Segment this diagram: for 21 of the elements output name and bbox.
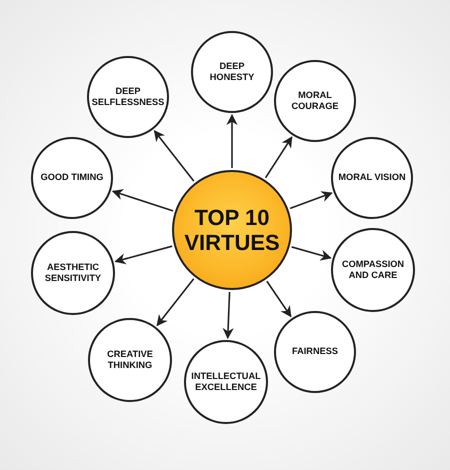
- arrow: [154, 130, 194, 182]
- arrow: [266, 280, 292, 318]
- topic-label: GOOD TIMING: [40, 172, 104, 184]
- topic-label: FAIRNESS: [291, 346, 339, 358]
- topic-label: INTELLECTUAL EXCELLENCE: [190, 370, 262, 394]
- arrow: [156, 278, 194, 326]
- topic-label: COMPASSION AND CARE: [340, 258, 406, 282]
- arrow: [290, 191, 333, 210]
- arrow: [291, 246, 332, 261]
- topic-label: MORAL VISION: [337, 172, 407, 184]
- topic-label: DEEP HONESTY: [208, 60, 256, 84]
- topic-label: AESTHETIC SENSITIVITY: [44, 262, 102, 284]
- arrow: [226, 114, 238, 168]
- arrow: [114, 245, 172, 264]
- arrow: [112, 189, 174, 212]
- topic-label: MORAL COURAGE: [290, 90, 340, 112]
- topic-label: CREATIVE THINKING: [106, 348, 154, 372]
- central-title: TOP 10 VIRTUES: [183, 204, 281, 256]
- topic-label: DEEP SELFLESSNESS: [90, 86, 166, 108]
- arrow: [222, 292, 234, 340]
- arrow: [264, 136, 292, 178]
